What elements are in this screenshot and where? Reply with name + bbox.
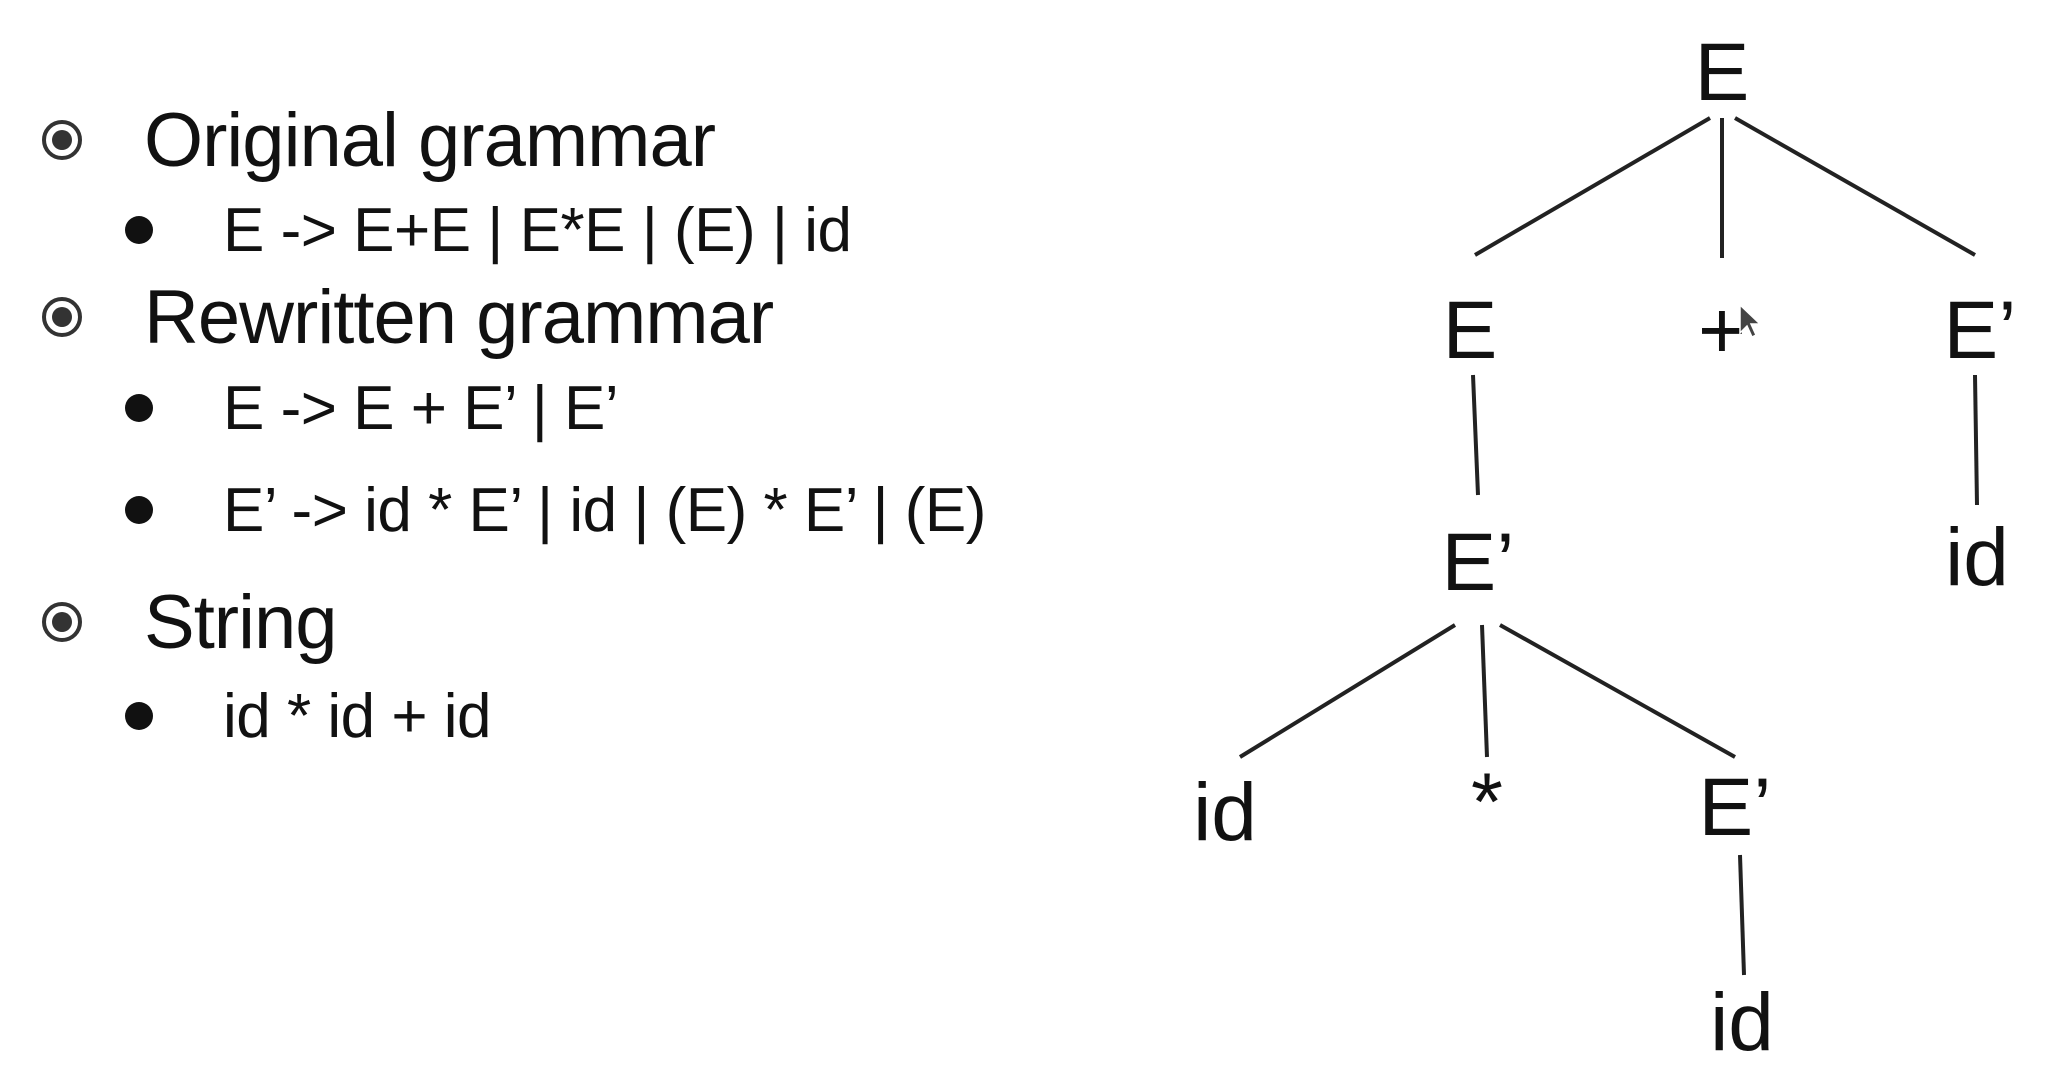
section-title: Original grammar (144, 97, 716, 183)
tree-edge (1238, 623, 1457, 759)
list-item: E’ -> id * E’ | id | (E) * E’ | (E) (125, 470, 986, 550)
tree-edge (1471, 374, 1480, 496)
circle-bullet-icon (40, 118, 84, 162)
mouse-cursor-icon (1739, 303, 1762, 339)
tree-node: E’ (1442, 517, 1515, 608)
section-title: String (144, 579, 338, 665)
tree-edge (1473, 116, 1712, 257)
tree-edge (1973, 374, 1979, 506)
grammar-outline: Original grammar E -> E+E | E*E | (E) | … (40, 95, 986, 756)
dot-bullet-icon (125, 216, 153, 244)
section-title: Rewritten grammar (144, 274, 774, 360)
list-item: E -> E + E’ | E’ (125, 368, 619, 448)
tree-edge (1734, 116, 1976, 257)
grammar-rule: E -> E + E’ | E’ (223, 373, 619, 443)
tree-node: E’ (1699, 762, 1772, 853)
circle-bullet-icon (40, 600, 84, 644)
section-rewritten-grammar: Rewritten grammar (40, 272, 774, 362)
parse-tree: E E + E’ E’ id id * E’ id (1100, 0, 2050, 1068)
tree-edge (1738, 854, 1746, 976)
parse-tree-svg: E E + E’ E’ id id * E’ id (1193, 27, 2017, 1068)
tree-node: * (1471, 757, 1503, 848)
tree-node: E’ (1944, 285, 2017, 376)
tree-node: E (1695, 27, 1750, 118)
tree-edge (1480, 624, 1489, 758)
dot-bullet-icon (125, 394, 153, 422)
tree-node: id (1193, 767, 1257, 858)
list-item: E -> E+E | E*E | (E) | id (125, 190, 852, 270)
list-item: id * id + id (125, 676, 492, 756)
dot-bullet-icon (125, 496, 153, 524)
tree-node: E (1443, 285, 1498, 376)
section-string: String (40, 577, 338, 667)
dot-bullet-icon (125, 702, 153, 730)
circle-bullet-icon (40, 295, 84, 339)
grammar-rule: E -> E+E | E*E | (E) | id (223, 195, 852, 265)
section-original-grammar: Original grammar (40, 95, 716, 185)
tree-node: id (1710, 977, 1774, 1068)
input-string: id * id + id (223, 681, 492, 751)
grammar-rule: E’ -> id * E’ | id | (E) * E’ | (E) (223, 475, 986, 545)
tree-node: + (1698, 285, 1746, 376)
tree-edge (1499, 623, 1736, 759)
tree-node: id (1945, 512, 2009, 603)
